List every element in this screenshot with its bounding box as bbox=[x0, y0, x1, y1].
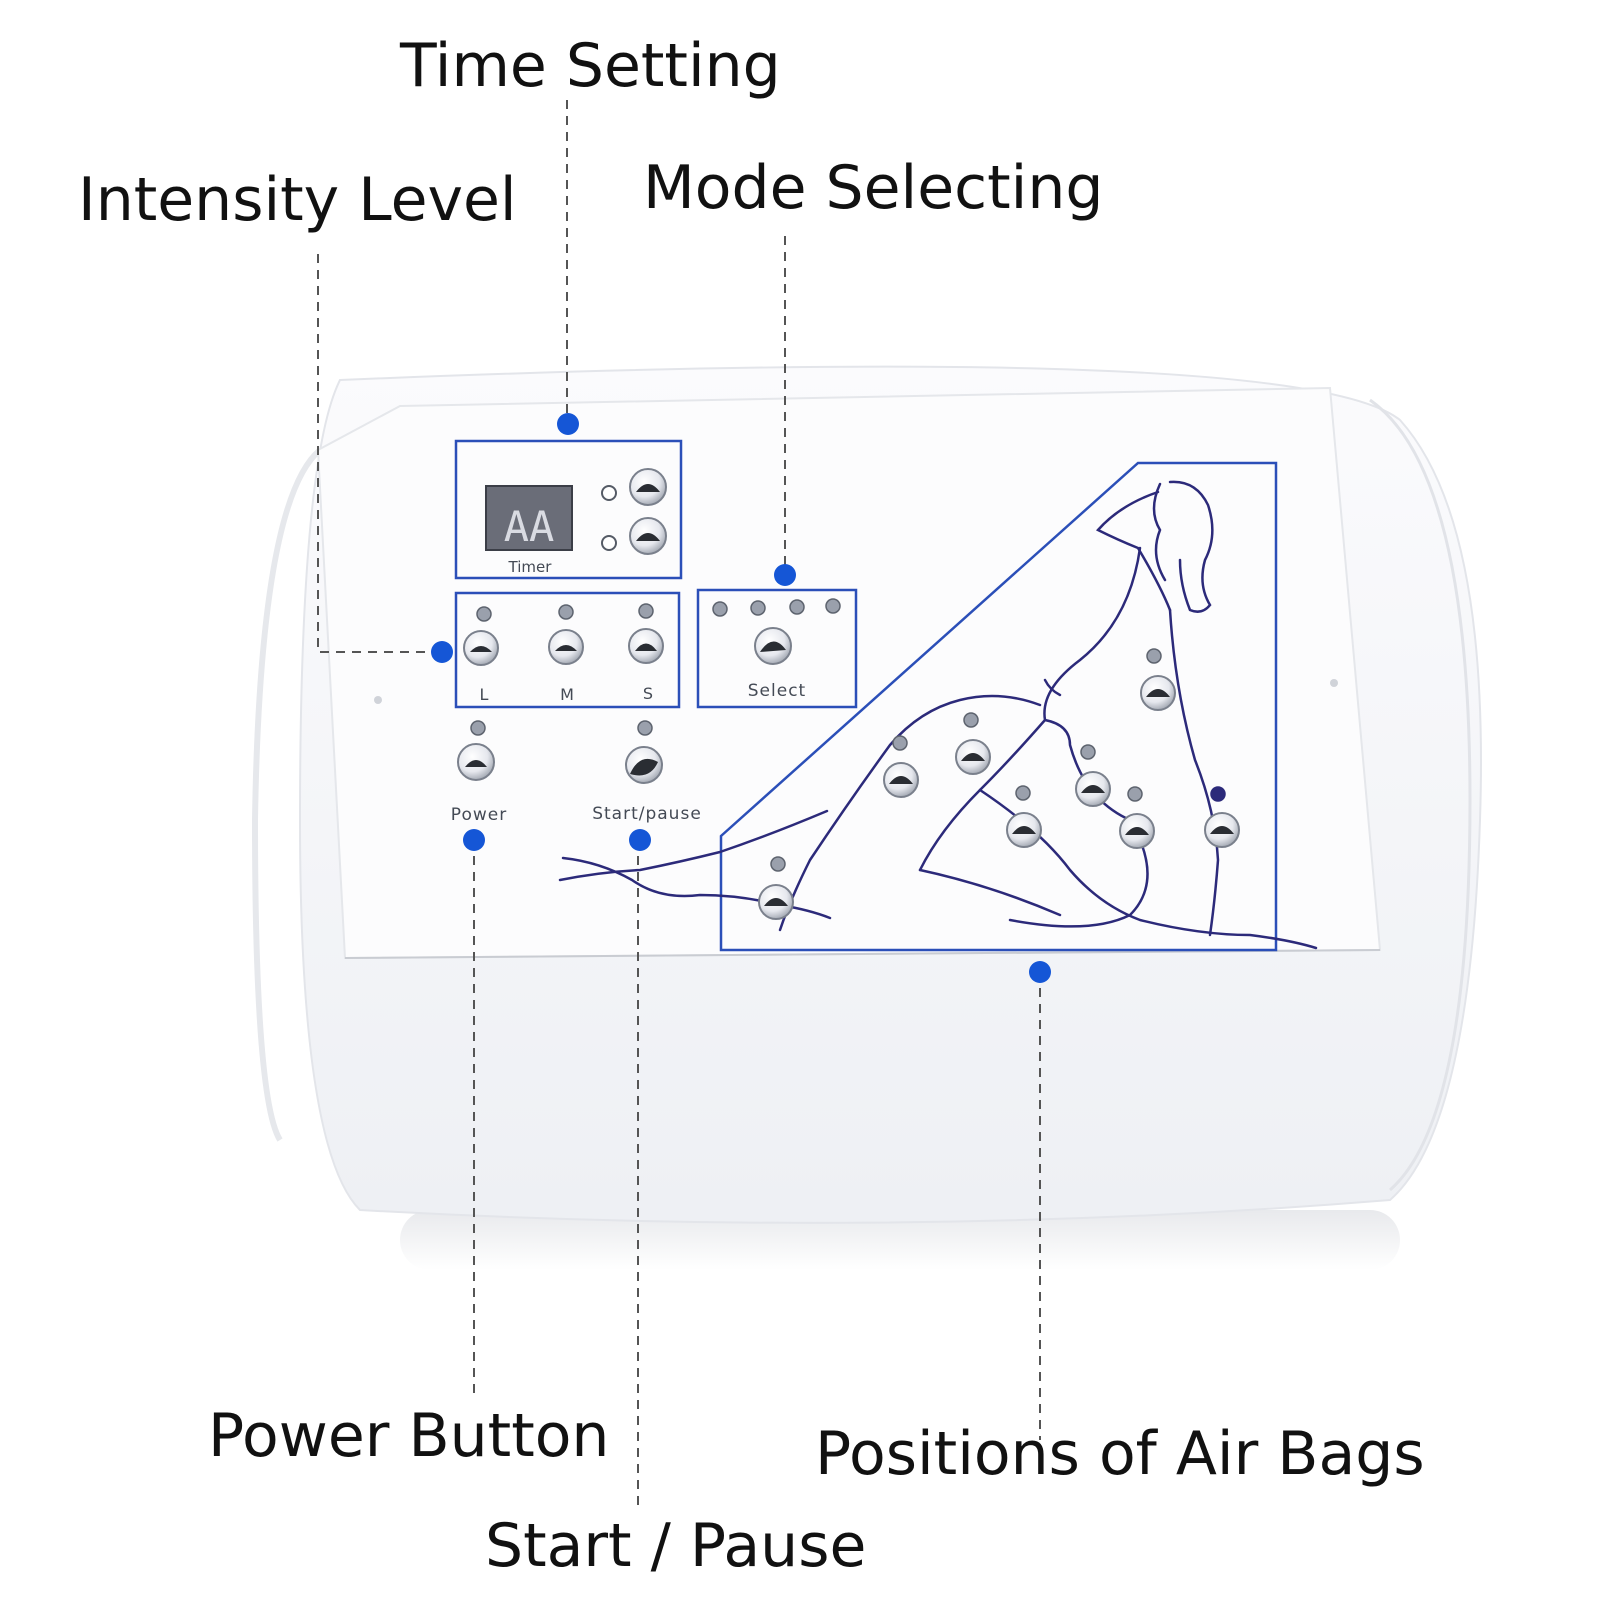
callout-power-button: Power Button bbox=[208, 1401, 610, 1471]
select-label: Select bbox=[748, 681, 806, 701]
led-indicator-icon bbox=[476, 606, 492, 622]
led-indicator-icon bbox=[470, 720, 486, 736]
intensity-s-button[interactable] bbox=[628, 628, 664, 664]
leader-intensity-level bbox=[317, 254, 442, 653]
led-indicator-icon bbox=[825, 598, 841, 614]
callout-time-setting: Time Setting bbox=[400, 31, 781, 101]
dot-time-setting bbox=[557, 413, 579, 435]
led-indicator-icon bbox=[750, 600, 766, 616]
intensity-l-button[interactable] bbox=[463, 630, 499, 666]
dot-start-pause bbox=[629, 829, 651, 851]
led-indicator-icon bbox=[601, 485, 617, 501]
air-bag-panel bbox=[558, 461, 1318, 952]
callout-intensity-level: Intensity Level bbox=[78, 165, 517, 235]
led-indicator-icon bbox=[789, 599, 805, 615]
dot-air-bags bbox=[1029, 961, 1051, 983]
intensity-label-l: L bbox=[480, 685, 489, 704]
dot-intensity-level bbox=[431, 641, 453, 663]
timer-display-value: AA bbox=[504, 502, 555, 551]
timer-label: Timer bbox=[508, 558, 553, 576]
timer-down-button[interactable] bbox=[629, 517, 667, 555]
timer-up-button[interactable] bbox=[629, 468, 667, 506]
mode-select-panel bbox=[696, 588, 858, 709]
led-indicator-icon bbox=[638, 603, 654, 619]
led-indicator-icon bbox=[637, 720, 653, 736]
led-indicator-icon bbox=[712, 601, 728, 617]
led-indicator-icon bbox=[601, 535, 617, 551]
callout-dots bbox=[431, 413, 1051, 983]
dot-mode-selecting bbox=[774, 564, 796, 586]
air-bag-indicators bbox=[758, 648, 1240, 920]
led-indicator-icon bbox=[558, 604, 574, 620]
callout-mode-selecting: Mode Selecting bbox=[643, 153, 1104, 223]
leader-lines bbox=[317, 100, 1041, 1510]
start-pause-button[interactable] bbox=[625, 746, 663, 784]
intensity-label-m: M bbox=[560, 685, 574, 704]
power-label: Power bbox=[451, 805, 507, 825]
timer-display bbox=[485, 485, 573, 551]
device-body bbox=[251, 365, 1482, 1270]
callout-start-pause: Start / Pause bbox=[485, 1511, 867, 1581]
intensity-panel bbox=[454, 591, 681, 709]
dot-power-button bbox=[463, 829, 485, 851]
intensity-m-button[interactable] bbox=[548, 629, 584, 665]
callout-air-bags: Positions of Air Bags bbox=[815, 1419, 1425, 1489]
timer-panel bbox=[454, 439, 683, 580]
select-button[interactable] bbox=[754, 627, 792, 665]
start-pause-label: Start/pause bbox=[592, 804, 702, 824]
power-button[interactable] bbox=[457, 743, 495, 781]
intensity-label-s: S bbox=[643, 684, 653, 703]
